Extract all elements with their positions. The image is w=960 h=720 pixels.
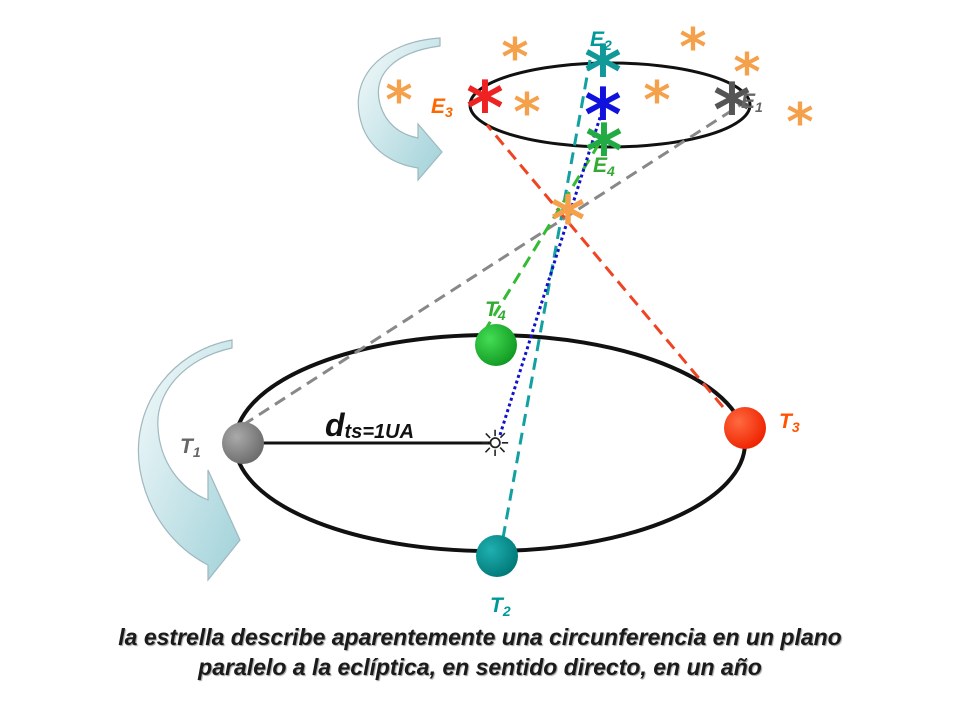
star-e4: * xyxy=(585,109,623,193)
label-e2: E2 xyxy=(590,28,612,53)
sightline-t1-e1 xyxy=(242,100,746,427)
label-distance: dts=1UA xyxy=(325,407,414,443)
label-t2: T2 xyxy=(490,594,511,619)
background-star: * xyxy=(643,71,670,131)
caption: la estrella describe aparentemente una c… xyxy=(0,622,960,682)
background-star: * xyxy=(501,28,528,88)
background-star: * xyxy=(513,83,540,143)
rotation-arrow-bottom xyxy=(137,339,241,582)
earth-t1 xyxy=(222,422,264,464)
apparent-star-orbit xyxy=(468,61,752,149)
star-e3: * xyxy=(466,66,504,150)
earth-t3 xyxy=(724,407,766,449)
background-star: * xyxy=(385,71,412,131)
earth-t4 xyxy=(475,324,517,366)
label-e4: E4 xyxy=(593,154,615,179)
label-t1: T1 xyxy=(180,435,201,460)
label-t4: T4 xyxy=(485,298,506,323)
background-star: * xyxy=(679,18,706,78)
caption-line-1: la estrella describe aparentemente una c… xyxy=(118,624,842,650)
star-intersection: * xyxy=(551,182,586,259)
star-true-position: * xyxy=(584,73,622,157)
star-e1: * xyxy=(713,68,751,152)
star-e2: * xyxy=(584,30,622,114)
rotation-arrow-top xyxy=(357,37,443,182)
sightline-t2-e2 xyxy=(501,59,592,539)
background-star: * xyxy=(733,43,760,103)
label-e1: E1 xyxy=(741,90,763,115)
sightline-t3-e3 xyxy=(485,124,725,408)
background-star: * xyxy=(786,93,813,153)
sun-icon: ☼ xyxy=(479,424,511,465)
earth-t2 xyxy=(476,535,518,577)
label-e3: E3 xyxy=(431,95,453,120)
caption-line-2: paralelo a la eclíptica, en sentido dire… xyxy=(198,654,762,680)
label-t3: T3 xyxy=(779,410,800,435)
